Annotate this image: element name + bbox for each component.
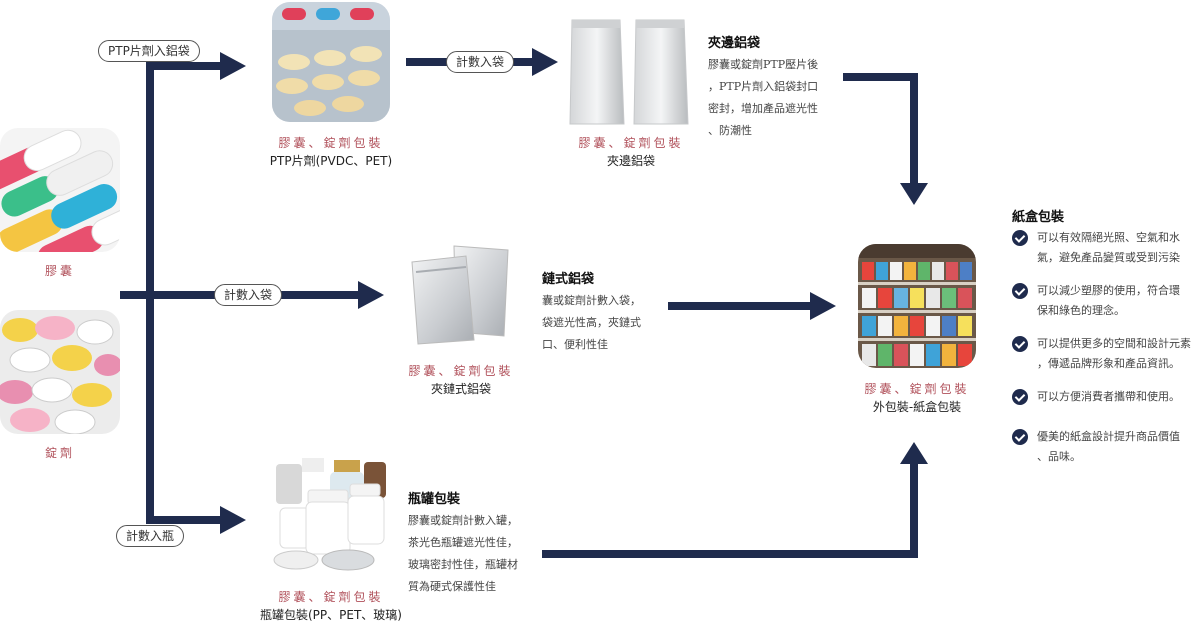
feature-line: 可以方便消費者攜帶和使用。 <box>1037 390 1180 403</box>
bottle-name: 瓶罐包裝(PP、PET、玻璃) <box>260 608 402 622</box>
feature-item: 可以提供更多的空間和設計元素 ，傳遞品牌形象和產品資訊。 <box>1012 334 1198 374</box>
route-count-bag-top-pill: 計數入袋 <box>446 51 515 73</box>
carton-shelf-image <box>858 244 976 368</box>
side-seal-bag-image <box>566 14 694 130</box>
zipper-category: 膠囊、錠劑包裝 <box>408 364 514 378</box>
side-seal-category: 膠囊、錠劑包裝 <box>578 136 684 150</box>
tablet-image <box>0 310 120 434</box>
check-circle-icon <box>1012 336 1028 352</box>
capsule-label: 膠囊 <box>44 264 75 278</box>
zipper-desc-body: 囊或錠劑計數入袋， 袋遮光性高，夾鏈式 口、便利性佳 <box>542 290 641 356</box>
carton-name: 外包裝-紙盒包裝 <box>872 400 962 414</box>
feature-item: 可以方便消費者攜帶和使用。 <box>1012 387 1198 407</box>
zipper-name: 夾鏈式鋁袋 <box>430 382 491 396</box>
feature-line: 氣，避免產品變質或受到污染 <box>1037 251 1180 264</box>
tablet-label: 錠劑 <box>44 446 75 460</box>
check-circle-icon <box>1012 230 1028 246</box>
bottle-desc-line: 膠囊或錠劑計數入罐， <box>408 514 518 527</box>
zipper-bag-image <box>404 240 514 348</box>
feature-line: 可以有效隔絕光照、空氣和水 <box>1037 231 1180 244</box>
side-seal-desc-line: 密封，增加產品遮光性 <box>708 102 818 115</box>
route-count-bag-mid-pill: 計數入袋 <box>214 284 283 306</box>
ptp-image <box>272 2 390 122</box>
side-seal-desc-title: 夾邊鋁袋 <box>708 36 761 51</box>
carton-features-list: 可以有效隔絕光照、空氣和水 氣，避免產品變質或受到污染 可以減少塑膠的使用，符合… <box>1012 228 1198 480</box>
check-circle-icon <box>1012 283 1028 299</box>
side-seal-desc-line: 、防潮性 <box>708 124 752 137</box>
bottle-image <box>272 456 390 574</box>
zipper-desc-line: 口、便利性佳 <box>542 338 608 351</box>
bottle-desc-body: 膠囊或錠劑計數入罐， 茶光色瓶罐遮光性佳， 玻璃密封性佳，瓶罐材 質為硬式保護性… <box>408 510 518 598</box>
side-seal-desc-body: 膠囊或錠劑PTP壓片後 ，PTP片劑入鋁袋封口 密封，增加產品遮光性 、防潮性 <box>708 54 818 142</box>
side-seal-name: 夾邊鋁袋 <box>606 154 655 168</box>
feature-line: ，傳遞品牌形象和產品資訊。 <box>1037 357 1180 370</box>
feature-line: 可以提供更多的空間和設計元素 <box>1037 337 1191 350</box>
bottle-category: 膠囊、錠劑包裝 <box>278 590 384 604</box>
bottle-desc-line: 質為硬式保護性佳 <box>408 580 496 593</box>
feature-line: 優美的紙盒設計提升商品價值 <box>1037 430 1180 443</box>
capsule-image <box>0 128 120 252</box>
zipper-desc-line: 袋遮光性高，夾鏈式 <box>542 316 641 329</box>
ptp-category: 膠囊、錠劑包裝 <box>278 136 384 150</box>
bottle-desc-line: 茶光色瓶罐遮光性佳， <box>408 536 518 549</box>
carton-category: 膠囊、錠劑包裝 <box>864 382 970 396</box>
zipper-desc-line: 囊或錠劑計數入袋， <box>542 294 641 307</box>
route-count-bottle-pill: 計數入瓶 <box>116 525 185 547</box>
feature-line: 、品味。 <box>1037 450 1081 463</box>
feature-line: 保和綠色的理念。 <box>1037 304 1125 317</box>
feature-item: 可以有效隔絕光照、空氣和水 氣，避免產品變質或受到污染 <box>1012 228 1198 268</box>
check-circle-icon <box>1012 389 1028 405</box>
feature-line: 可以減少塑膠的使用，符合環 <box>1037 284 1180 297</box>
ptp-name: PTP片劑(PVDC、PET) <box>269 154 393 168</box>
route-ptp-pill: PTP片劑入鋁袋 <box>98 40 200 62</box>
side-seal-desc-line: 膠囊或錠劑PTP壓片後 <box>708 58 819 71</box>
side-seal-desc-line: ，PTP片劑入鋁袋封口 <box>708 80 819 93</box>
bottle-desc-line: 玻璃密封性佳，瓶罐材 <box>408 558 518 571</box>
feature-item: 優美的紙盒設計提升商品價值 、品味。 <box>1012 427 1198 467</box>
carton-features-title: 紙盒包裝 <box>1012 210 1065 225</box>
bottle-desc-title: 瓶罐包裝 <box>408 492 461 507</box>
check-circle-icon <box>1012 429 1028 445</box>
feature-item: 可以減少塑膠的使用，符合環 保和綠色的理念。 <box>1012 281 1198 321</box>
zipper-desc-title: 鏈式鋁袋 <box>542 272 595 287</box>
